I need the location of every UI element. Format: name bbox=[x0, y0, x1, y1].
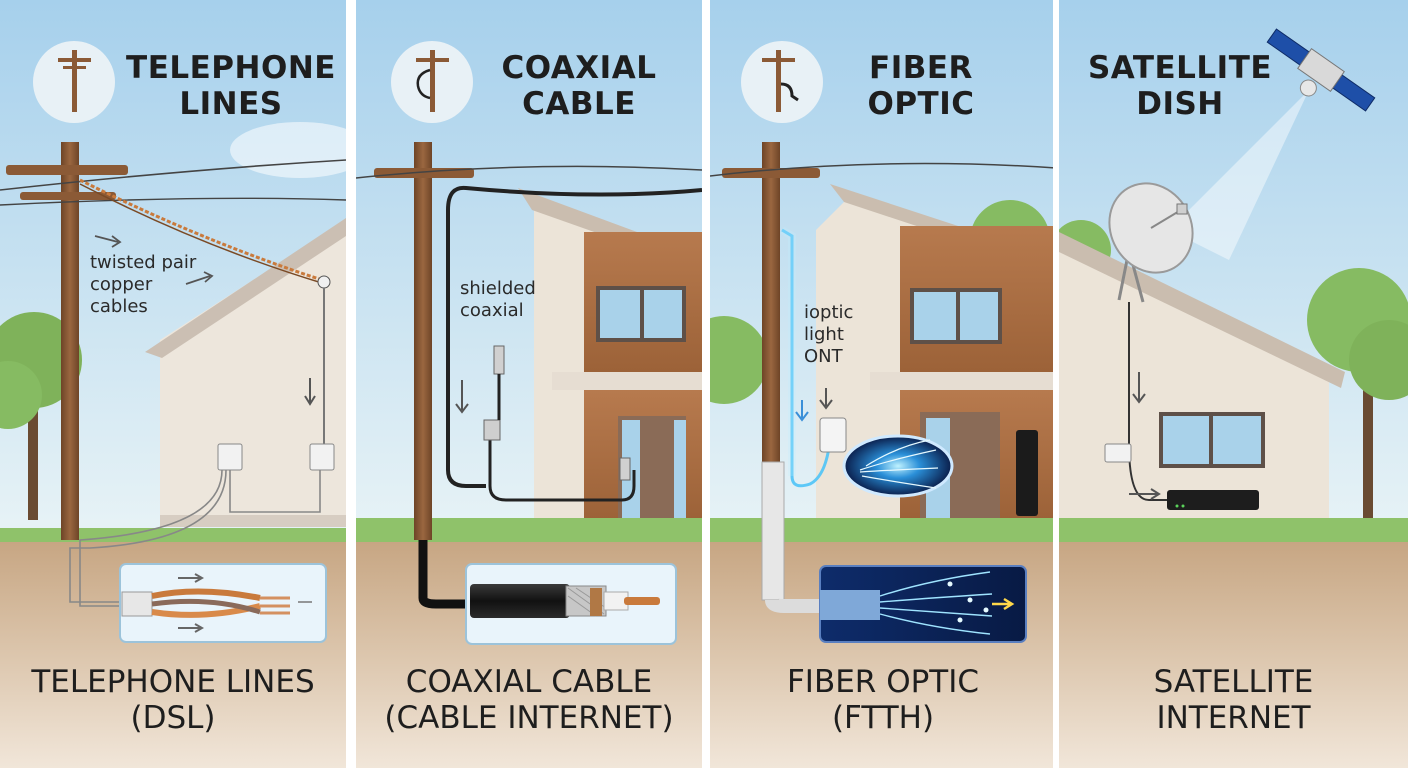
caption-line-1: SATELLITE bbox=[1153, 664, 1314, 700]
caption-line-2: INTERNET bbox=[1156, 700, 1311, 736]
panel-fiber: FIBER OPTIC ioptic light ONT FIBER OPTIC… bbox=[710, 0, 1056, 768]
label-line: coaxial bbox=[460, 300, 524, 321]
satellite-modem bbox=[1167, 490, 1259, 510]
fiber-scene bbox=[710, 0, 1056, 768]
twisted-pair-label: twisted pair copper cables bbox=[90, 252, 196, 318]
optic-light-ont-label: ioptic light ONT bbox=[804, 302, 853, 368]
twisted-pair-cross-section bbox=[119, 563, 327, 643]
fiber-pole-icon bbox=[741, 41, 823, 123]
title-line-1: FIBER bbox=[869, 50, 973, 86]
coaxial-pole-icon bbox=[391, 41, 473, 123]
title-line-1: TELEPHONE bbox=[126, 50, 336, 86]
label-line: copper bbox=[90, 274, 153, 295]
panel-caption: FIBER OPTIC (FTTH) bbox=[710, 664, 1056, 736]
telephone-scene bbox=[0, 0, 346, 768]
utility-pole bbox=[6, 142, 128, 540]
caption-line-2: (CABLE INTERNET) bbox=[384, 700, 674, 736]
satellite-icon bbox=[1266, 28, 1376, 112]
tree-right bbox=[1307, 268, 1408, 520]
fiber-strands-illustration bbox=[842, 434, 954, 498]
caption-line-1: COAXIAL CABLE bbox=[405, 664, 653, 700]
ont-box bbox=[819, 417, 847, 453]
panel-caption: TELEPHONE LINES (DSL) bbox=[0, 664, 346, 736]
label-line: shielded bbox=[460, 278, 536, 299]
title-line-1: SATELLITE bbox=[1087, 50, 1273, 86]
panel-title: SATELLITE DISH bbox=[1075, 50, 1285, 122]
fiber-cross-section bbox=[819, 565, 1027, 643]
satellite-dish bbox=[1108, 182, 1194, 303]
satellite-scene bbox=[1059, 0, 1408, 768]
label-line: ONT bbox=[804, 346, 843, 367]
title-line-2: DISH bbox=[1136, 86, 1224, 122]
panel-divider bbox=[704, 0, 710, 768]
panel-title: FIBER OPTIC bbox=[806, 50, 1036, 122]
panel-caption: SATELLITE INTERNET bbox=[1059, 664, 1408, 736]
label-line: twisted pair bbox=[90, 252, 197, 273]
caption-line-2: (DSL) bbox=[130, 700, 216, 736]
shielded-coaxial-label: shielded coaxial bbox=[460, 278, 536, 322]
house bbox=[145, 218, 346, 527]
panel-divider bbox=[1053, 0, 1059, 768]
telephone-pole-icon bbox=[33, 41, 115, 123]
title-line-2: LINES bbox=[179, 86, 283, 122]
panel-title: TELEPHONE LINES bbox=[116, 50, 346, 122]
label-line: cables bbox=[90, 296, 148, 317]
caption-line-1: FIBER OPTIC bbox=[786, 664, 980, 700]
caption-line-1: TELEPHONE LINES bbox=[31, 664, 315, 700]
panel-satellite: SATELLITE DISH SATELLITE INTERNET bbox=[1059, 0, 1408, 768]
title-line-2: OPTIC bbox=[867, 86, 975, 122]
panel-caption: COAXIAL CABLE (CABLE INTERNET) bbox=[356, 664, 702, 736]
house bbox=[518, 188, 702, 525]
title-line-1: COAXIAL bbox=[501, 50, 657, 86]
label-line: light bbox=[804, 324, 844, 345]
utility-pole bbox=[722, 142, 820, 601]
router bbox=[1016, 430, 1038, 516]
caption-line-2: (FTTH) bbox=[831, 700, 935, 736]
tree-left bbox=[710, 316, 768, 404]
title-line-2: CABLE bbox=[522, 86, 636, 122]
panel-coaxial: COAXIAL CABLE shielded coaxial COAXIAL C… bbox=[356, 0, 702, 768]
panel-divider bbox=[349, 0, 355, 768]
panel-title: COAXIAL CABLE bbox=[464, 50, 694, 122]
panel-telephone: TELEPHONE LINES twisted pair copper cabl… bbox=[0, 0, 346, 768]
label-line: ioptic bbox=[804, 302, 854, 323]
coax-cross-section bbox=[465, 563, 677, 645]
